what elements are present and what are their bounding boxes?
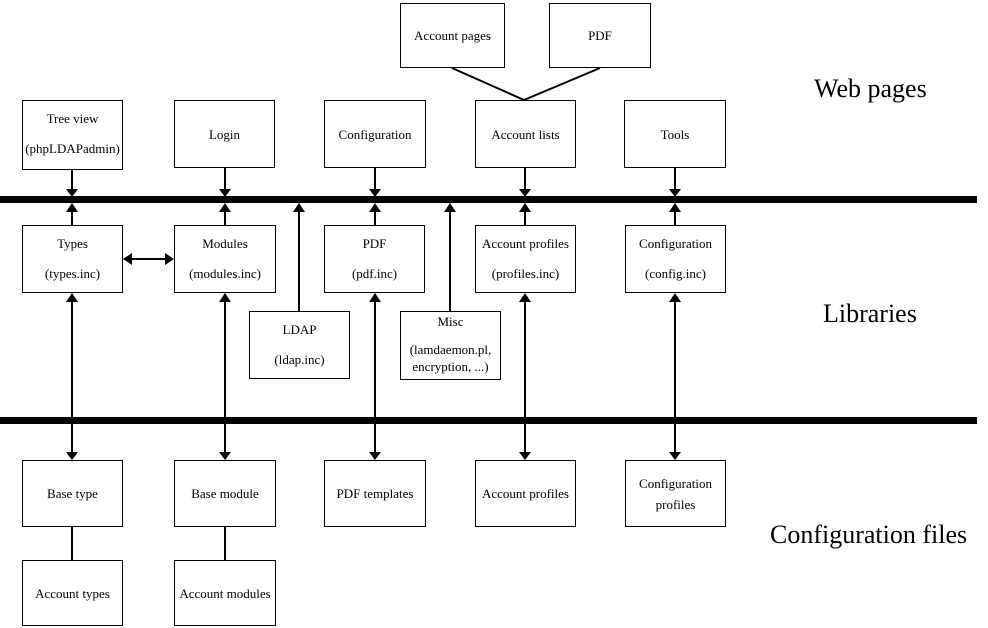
arrowhead-left — [123, 253, 132, 265]
node-label-line: Account pages — [414, 28, 491, 43]
arrowhead-up — [66, 203, 78, 212]
node-label-line: profiles — [655, 496, 696, 512]
node-label-line: (modules.inc) — [189, 266, 261, 281]
node-label-line: Configuration — [338, 126, 412, 142]
arrowhead-down — [66, 452, 78, 460]
node-label-line: (pdf.inc) — [351, 266, 398, 281]
node-label-line: Configuration — [639, 236, 712, 251]
arrowhead-down — [369, 452, 381, 460]
arrowhead-up — [369, 293, 381, 302]
node-label-line: encryption, ...) — [412, 359, 489, 374]
arrowhead-down — [519, 189, 531, 197]
arrowhead-down — [669, 189, 681, 197]
edge-account-pages-account-lists — [451, 67, 525, 101]
arrowhead-up — [444, 203, 456, 212]
node-label-line: (phpLDAPadmin) — [25, 141, 120, 156]
arrowhead-up — [66, 293, 78, 302]
node-label-line: PDF — [588, 28, 612, 43]
node-pdf-lib: PDF (pdf.inc) — [324, 225, 425, 293]
node-label-line: (lamdaemon.pl, — [409, 342, 492, 357]
label-libraries: Libraries — [823, 299, 917, 328]
node-modules-lib: Modules (modules.inc) — [174, 225, 276, 293]
node-account-modules: Account modules — [174, 560, 276, 626]
node-label-line: Modules — [202, 236, 248, 251]
arrowhead-up — [669, 203, 681, 212]
node-label-line: (ldap.inc) — [274, 352, 325, 367]
arrowhead-up — [219, 293, 231, 302]
node-label-line: LDAP — [282, 322, 317, 337]
bus-web-libraries — [0, 196, 977, 203]
node-label-line: Account lists — [491, 126, 560, 142]
edge-pdf-account-lists — [523, 67, 601, 101]
node-label-line: Tree view — [46, 111, 99, 126]
arrowhead-up — [219, 203, 231, 212]
node-label-line: Login — [208, 126, 241, 142]
node-label-line: Account types — [35, 585, 110, 601]
node-pdf-page: PDF — [549, 3, 651, 68]
node-configuration-profiles: Configuration profiles — [625, 460, 726, 527]
label-configuration-files: Configuration files — [770, 520, 968, 549]
arrowhead-down — [219, 452, 231, 460]
arrowhead-up — [519, 293, 531, 302]
label-web-pages: Web pages — [814, 74, 927, 103]
node-label-line: Base type — [47, 486, 98, 501]
node-label-line: Account modules — [179, 585, 271, 601]
node-label-line: PDF templates — [336, 486, 414, 501]
node-types-lib: Types (types.inc) — [22, 225, 123, 293]
node-account-types: Account types — [22, 560, 123, 626]
node-account-profiles-lib: Account profiles (profiles.inc) — [475, 225, 576, 293]
node-base-type: Base type — [22, 460, 123, 527]
arrowhead-down — [519, 452, 531, 460]
node-label-line: Account profiles — [481, 486, 569, 501]
arrowhead-down — [66, 189, 78, 197]
node-configuration-page: Configuration — [324, 100, 426, 168]
node-tools: Tools — [624, 100, 726, 168]
node-label-line: Account profiles — [481, 236, 569, 251]
node-label-line: Types — [57, 236, 88, 251]
node-label-line: (config.inc) — [644, 266, 706, 281]
node-account-lists: Account lists — [475, 100, 576, 168]
arrowhead-up — [369, 203, 381, 212]
node-configuration-lib: Configuration (config.inc) — [625, 225, 726, 293]
node-label-line: Base module — [191, 486, 259, 501]
arrowhead-up — [519, 203, 531, 212]
node-label-line: PDF — [362, 236, 387, 251]
node-account-pages: Account pages — [400, 3, 505, 68]
arrowhead-up — [293, 203, 305, 212]
node-label-line: (types.inc) — [44, 266, 101, 281]
node-label-line: Tools — [660, 126, 690, 142]
bus-libraries-config — [0, 417, 977, 424]
node-ldap-lib: LDAP (ldap.inc) — [249, 311, 350, 379]
node-tree-view: Tree view (phpLDAPadmin) — [22, 100, 123, 170]
arrowhead-down — [219, 189, 231, 197]
node-pdf-templates: PDF templates — [324, 460, 426, 527]
node-label-line: Misc — [437, 314, 464, 329]
arrowhead-down — [369, 189, 381, 197]
arrowhead-up — [669, 293, 681, 302]
node-label-line: (profiles.inc) — [491, 266, 560, 281]
node-login: Login — [174, 100, 275, 168]
arrowhead-down — [669, 452, 681, 460]
node-label-line: Configuration — [639, 475, 712, 491]
arrowhead-right — [165, 253, 174, 265]
node-misc-lib: Misc (lamdaemon.pl, encryption, ...) — [400, 311, 501, 380]
node-base-module: Base module — [174, 460, 276, 527]
node-account-profiles-file: Account profiles — [475, 460, 576, 527]
